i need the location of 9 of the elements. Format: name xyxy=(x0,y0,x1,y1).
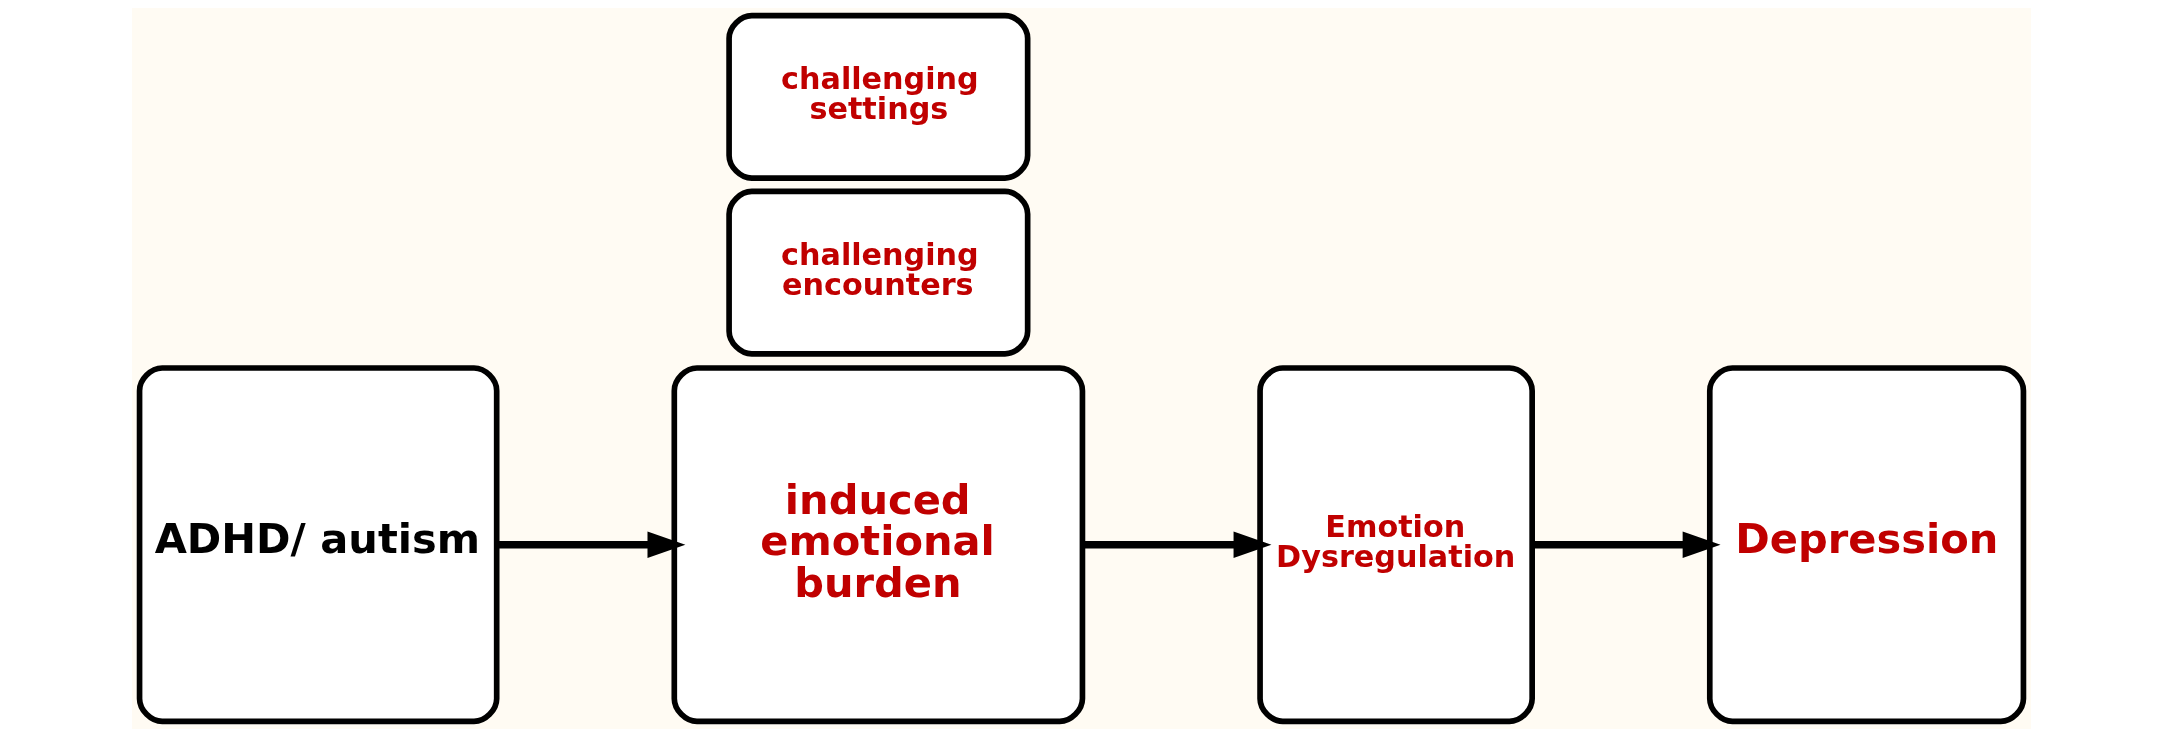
arrow xyxy=(496,531,686,558)
node-box: Emotion Dysregulation xyxy=(1257,365,1535,725)
node-box: challenging settings xyxy=(726,12,1031,181)
node-box: Depression xyxy=(1706,365,2027,725)
arrow xyxy=(1532,531,1721,558)
node-box: ADHD/ autism xyxy=(136,365,500,725)
node-box: challenging encounters xyxy=(726,188,1031,357)
node-box: induced emotional burden xyxy=(671,365,1086,725)
arrow xyxy=(1082,531,1272,558)
